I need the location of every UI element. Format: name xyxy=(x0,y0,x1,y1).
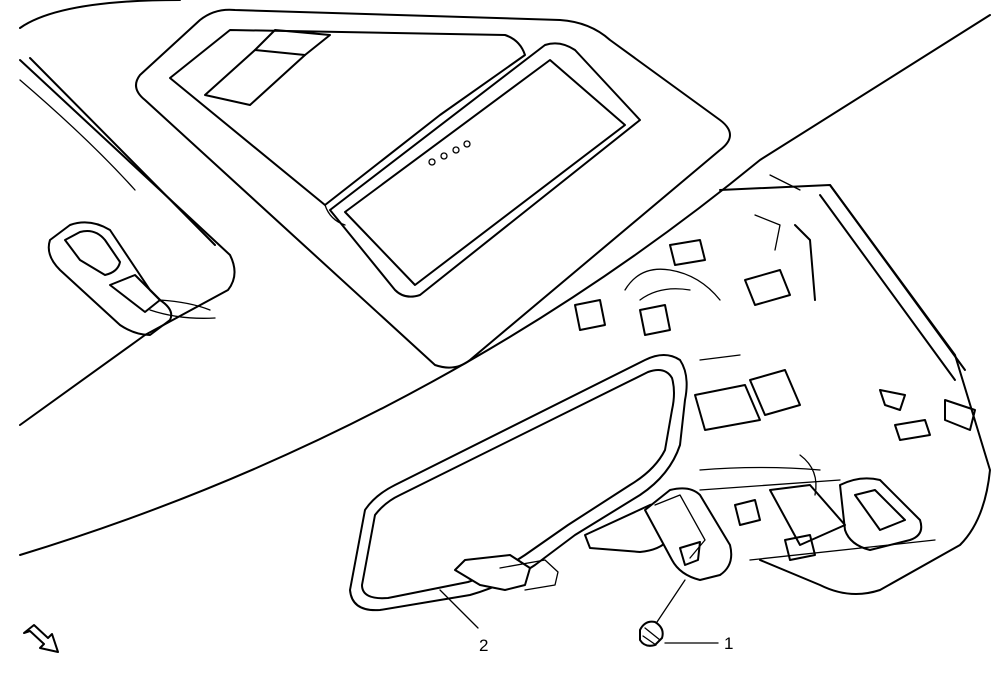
mirror-screw xyxy=(639,579,686,647)
headliner xyxy=(19,0,991,556)
rearview-mirror xyxy=(349,354,733,612)
callout-2-label: 2 xyxy=(479,636,488,655)
callout-1-label: 1 xyxy=(724,634,733,653)
front-arrow-icon xyxy=(23,624,59,653)
grab-handle-bezel xyxy=(47,221,216,336)
mirror-mount-bracket xyxy=(574,174,991,595)
overhead-console xyxy=(135,8,731,369)
leader-lines xyxy=(439,589,719,644)
leader-line-2 xyxy=(439,589,479,629)
